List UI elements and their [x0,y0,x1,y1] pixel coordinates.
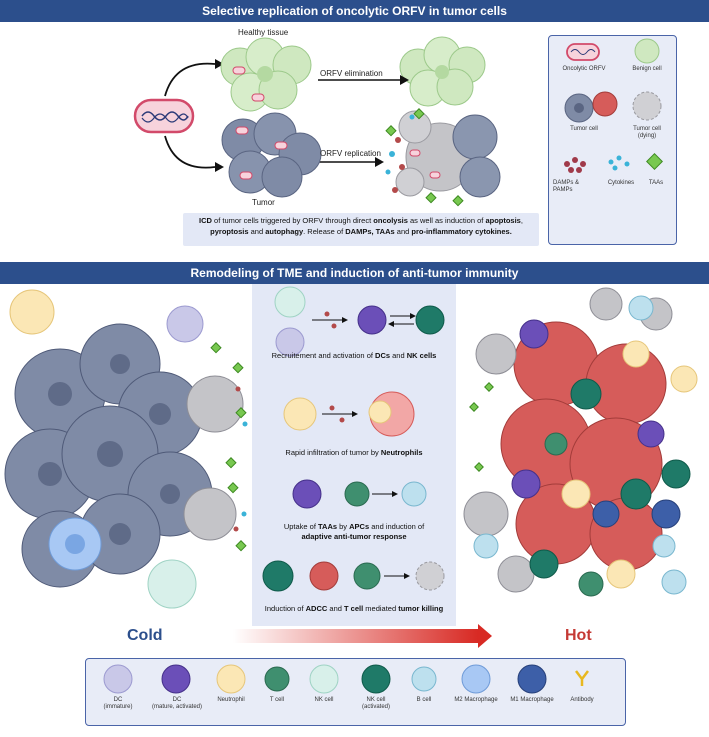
benign-cell-icon [634,38,660,64]
legend-nk-activated: NK cell (activated) [361,697,390,710]
legend-antibody: Antibody [570,697,594,703]
replication-label: ORFV replication [320,149,381,158]
cold-label: Cold [127,627,163,644]
step1-caption: Recruitement and activation of DCs and N… [271,351,437,360]
cytokines-icon [608,155,630,171]
healthy-tissue-cleared [399,36,486,107]
b-cell-icon [411,666,437,692]
legend-tumor-label: Tumor cell [570,126,598,132]
cold-to-hot-gradient [233,629,478,643]
elimination-label: ORFV elimination [320,69,383,78]
tumor-cell-red-icon [592,91,618,117]
icd-caption: ICD of tumor cells triggered by ORFV thr… [183,213,539,246]
m1-macrophage-icon [517,664,547,694]
tumor-label: Tumor [252,198,275,207]
step4-caption: Induction of ADCC and T cell mediated tu… [264,604,444,613]
legend-dc-mature: DC (mature, activated) [151,697,203,710]
orfv-legend-icon [566,43,600,61]
top-banner: Selective replication of oncolytic ORFV … [0,0,709,22]
neutrophil-icon [216,664,246,694]
neutrophil-cell [9,289,55,335]
elimination-arrow [400,75,409,85]
healthy-tissue-cluster [220,37,312,112]
bottom-legend: DC (immature) DC (mature, activated) Neu… [85,658,626,726]
damps-icon [564,157,586,173]
taa-icon [646,153,663,170]
dc-immature-cell [166,305,204,343]
immune-steps-diagram [262,286,445,592]
legend-taas-label: TAAs [648,180,664,186]
orfv-virus-icon [133,98,195,134]
top-legend: Oncolytic ORFV Benign cell Tumor cell Tu… [548,35,677,245]
hot-label: Hot [565,627,592,644]
legend-orfv-label: Oncolytic ORFV [562,66,606,72]
replication-arrow [375,157,384,167]
healthy-tissue-label: Healthy tissue [238,28,289,37]
dying-tumor-cell-icon [632,91,662,121]
orfv-replication-diagram [133,36,501,207]
legend-dying-label: Tumor cell (dying) [633,126,661,139]
legend-dc-immature: DC (immature) [103,697,133,710]
legend-neutrophil: Neutrophil [217,697,245,703]
nk-cell-activated-icon [361,664,391,694]
dc-mature-icon [161,664,191,694]
nk-cell [147,559,197,609]
legend-t-cell: T cell [269,697,285,703]
t-cell-icon [264,666,290,692]
dc-immature-icon [103,664,133,694]
legend-b-cell: B cell [416,697,432,703]
middle-banner: Remodeling of TME and induction of anti-… [0,262,709,284]
hot-tumor-illustration [463,287,698,597]
nk-cell-icon [309,664,339,694]
cold-tumor-illustration [4,289,248,609]
arrow-to-healthy [164,62,216,97]
m2-macrophage-icon [461,664,491,694]
gradient-arrow-head [478,624,492,648]
step2-caption: Rapid infiltration of tumor by Neutrophi… [285,448,423,457]
legend-nk-cell: NK cell [314,697,334,703]
legend-damps-label: DAMPs & PAMPs [553,180,580,193]
legend-m1-macrophage: M1 Macrophage [510,697,554,703]
legend-m2-macrophage: M2 Macrophage [454,697,498,703]
dying-tumor-cluster [385,108,501,207]
antibody-icon [575,670,589,686]
nk-activated-step1 [415,305,445,335]
legend-cytokines-label: Cytokines [607,180,635,186]
arrow-to-tumor [164,135,216,169]
tumor-cluster [221,112,322,198]
legend-benign-label: Benign cell [632,66,662,72]
dc-mature-step1 [357,305,387,335]
